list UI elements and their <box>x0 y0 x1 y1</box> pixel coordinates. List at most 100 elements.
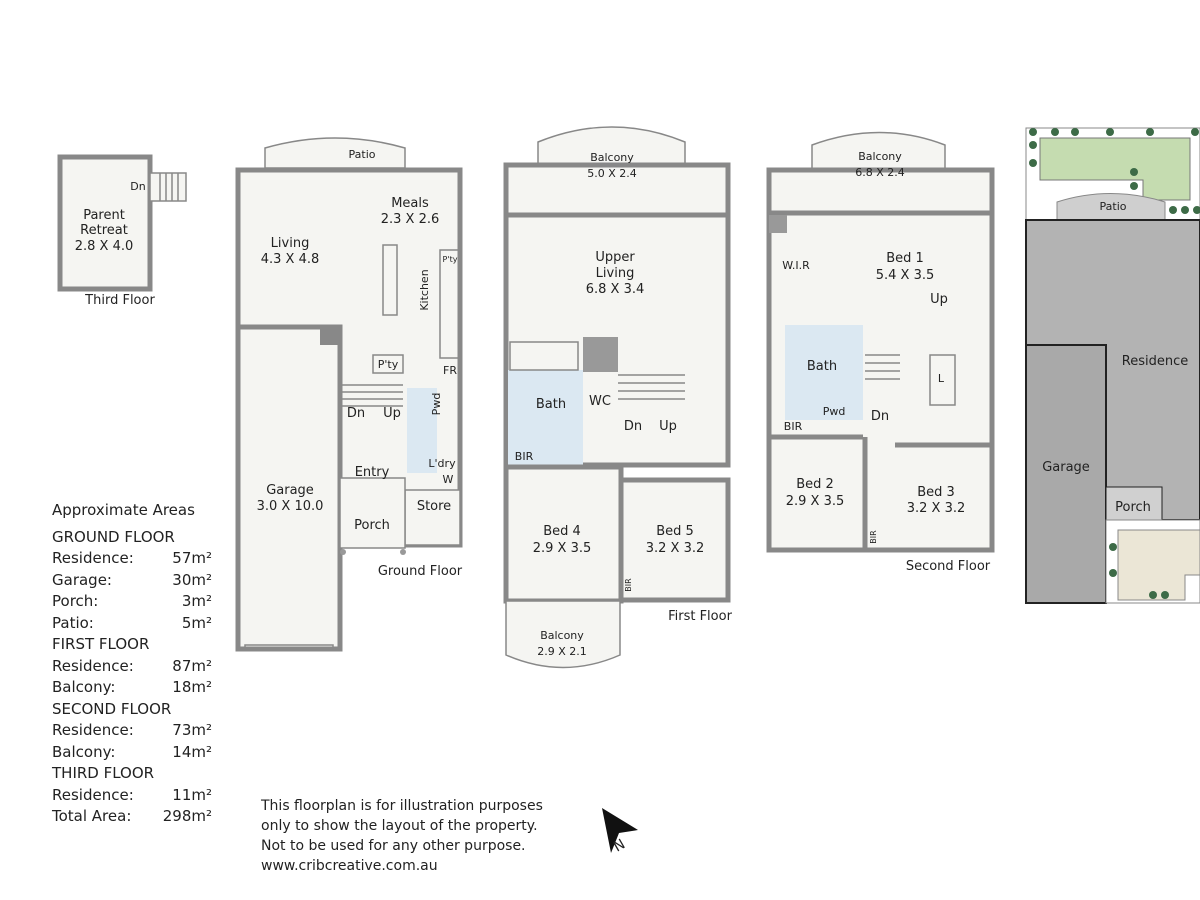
area-value: 11m² <box>172 785 212 804</box>
area-row: Patio: 5m² <box>52 613 212 635</box>
area-value: 14m² <box>172 742 212 761</box>
room-label: Balcony <box>858 150 902 163</box>
area-label: Porch: <box>52 592 99 610</box>
room-label: Bed 2 <box>796 477 834 492</box>
room-label: Living <box>271 236 310 251</box>
area-row: Residence: 87m² <box>52 656 212 678</box>
room-size: 5.0 X 2.4 <box>587 167 637 180</box>
room-label: Parent <box>83 208 125 223</box>
floor-caption: Second Floor <box>906 559 991 574</box>
section-heading: GROUND FLOOR <box>52 527 175 546</box>
room-label: Retreat <box>80 223 128 238</box>
section-heading: THIRD FLOOR <box>52 764 155 782</box>
section-heading: FIRST FLOOR <box>52 635 150 653</box>
room-size: 3.2 X 3.2 <box>907 501 966 516</box>
room-label: Patio <box>349 148 376 161</box>
area-value: 57m² <box>172 549 212 567</box>
room-label: Garage <box>266 483 314 498</box>
area-value: 5m² <box>181 613 212 632</box>
disclaimer-line: This floorplan is for illustration purpo… <box>261 798 543 814</box>
room-label: WC <box>589 394 611 409</box>
room-label: Balcony <box>590 151 634 164</box>
stair-down-label: Dn <box>347 406 365 421</box>
stair-up-label: Up <box>930 292 948 307</box>
room-label: BIR <box>624 578 633 592</box>
floor-caption: Third Floor <box>84 293 155 308</box>
stair-up-label: Up <box>659 419 677 434</box>
area-label: Patio: <box>52 613 94 632</box>
disclaimer-line: only to show the layout of the property. <box>261 818 538 834</box>
area-value: 87m² <box>172 656 212 675</box>
room-label: Bed 4 <box>543 524 581 539</box>
site-label: Porch <box>1115 500 1151 515</box>
area-label: Garage: <box>52 570 112 589</box>
room-label: BIR <box>784 420 803 433</box>
area-value: 73m² <box>172 721 212 739</box>
room-size: 6.8 X 2.4 <box>855 166 905 179</box>
room-label: Bed 1 <box>886 251 924 266</box>
room-label: BIR <box>515 450 534 463</box>
website-link[interactable]: www.cribcreative.com.au <box>261 858 438 874</box>
ground-floor-plan: Patio Meals 2.3 X 2.6 Living 4.3 X 4.8 K… <box>235 137 463 652</box>
total-area-row: Total Area:298m² <box>52 806 212 828</box>
stair-down-label: Dn <box>130 180 145 193</box>
disclaimer-line: Not to be used for any other purpose. <box>261 838 526 854</box>
room-size: 2.9 X 3.5 <box>533 541 592 556</box>
approximate-areas-table: Approximate Areas GROUND FLOOR Residence… <box>52 500 212 828</box>
area-value: 30m² <box>172 570 212 589</box>
site-plan: Patio Residence Garage Porch <box>1025 127 1200 604</box>
room-label: Bed 3 <box>917 485 955 500</box>
area-label: Balcony: <box>52 742 116 761</box>
site-label: Garage <box>1042 460 1090 475</box>
floor-caption: Ground Floor <box>378 564 463 579</box>
room-label: BIR <box>869 530 878 544</box>
area-row: Garage: 30m² <box>52 570 212 592</box>
room-size: 5.4 X 3.5 <box>876 268 935 283</box>
site-label: Residence <box>1122 354 1188 369</box>
third-floor-plan: Dn Parent Retreat 2.8 X 4.0 Third Floor <box>57 154 187 308</box>
room-size: 4.3 X 4.8 <box>261 252 320 267</box>
room-label: Porch <box>354 518 390 533</box>
room-label: Balcony <box>540 629 584 642</box>
area-label: Residence: <box>52 721 134 739</box>
room-label: Bath <box>807 359 837 374</box>
room-label: Living <box>596 266 635 281</box>
room-label: Meals <box>391 196 429 211</box>
area-label: Balcony: <box>52 678 116 696</box>
room-label: Upper <box>595 250 635 265</box>
room-label: Kitchen <box>418 269 431 310</box>
linen-label: L <box>938 372 945 385</box>
floor-caption: First Floor <box>668 609 732 624</box>
room-label: Bed 5 <box>656 524 694 539</box>
room-size: 6.8 X 3.4 <box>586 282 645 297</box>
area-row: Porch: 3m² <box>52 591 212 613</box>
area-value: 18m² <box>172 678 212 696</box>
room-label: Pwd <box>823 405 846 418</box>
room-label: Bath <box>536 397 566 412</box>
fridge-label: FR <box>443 364 457 377</box>
area-label: Residence: <box>52 656 134 675</box>
area-value: 3m² <box>181 592 212 610</box>
room-size: 3.2 X 3.2 <box>646 541 705 556</box>
disclaimer: This floorplan is for illustration purpo… <box>261 796 543 876</box>
section-heading: SECOND FLOOR <box>52 699 172 718</box>
area-row: Residence: 57m² <box>52 548 212 570</box>
stair-down-label: Dn <box>871 409 889 424</box>
stair-down-label: Dn <box>624 419 642 434</box>
room-label: L'dry <box>428 457 456 470</box>
areas-title: Approximate Areas <box>52 501 195 519</box>
room-label: P'ty <box>378 358 399 371</box>
area-row: Balcony: 14m² <box>52 742 212 764</box>
room-size: 2.8 X 4.0 <box>75 239 134 254</box>
room-size: 2.3 X 2.6 <box>381 212 440 227</box>
room-size: 2.9 X 2.1 <box>537 645 587 658</box>
area-label: Total Area: <box>52 807 132 825</box>
area-label: Residence: <box>52 549 134 567</box>
room-label: Pwd <box>430 393 443 416</box>
area-label: Residence: <box>52 785 134 804</box>
second-floor-plan: Balcony 6.8 X 2.4 W.I.R Bed 1 5.4 X 3.5 … <box>766 131 995 574</box>
room-label: W.I.R <box>782 259 810 272</box>
room-size: 3.0 X 10.0 <box>257 499 324 514</box>
room-size: 2.9 X 3.5 <box>786 494 845 509</box>
